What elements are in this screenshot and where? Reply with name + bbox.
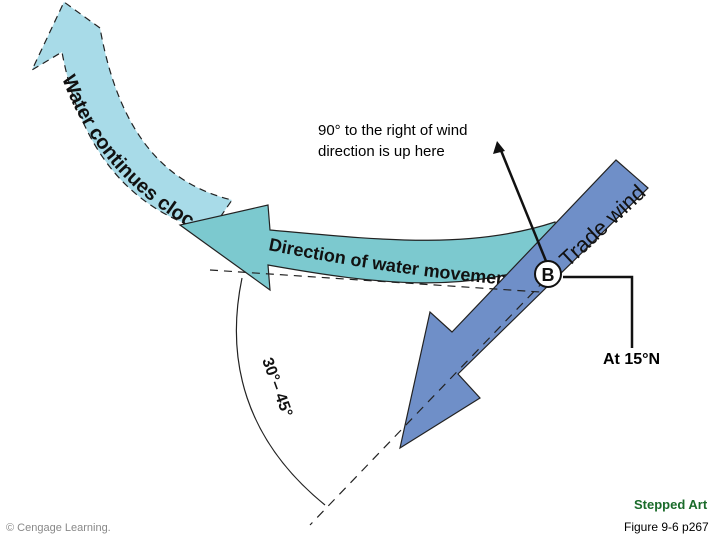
latitude-label: At 15°N xyxy=(603,351,661,368)
dashed-wind-extension xyxy=(309,279,546,526)
clockwise-arrow xyxy=(30,1,233,233)
angle-arc xyxy=(235,277,326,506)
right-of-wind-note: 90° to the right of wind direction is up… xyxy=(318,120,467,162)
pointer-arrowhead xyxy=(493,141,505,154)
right-of-wind-line-2: direction is up here xyxy=(318,143,445,160)
latitude-leader xyxy=(563,275,634,348)
trade-wind-arrow xyxy=(399,159,649,450)
pointer-line xyxy=(498,147,550,267)
angle-label: 30°– 45° xyxy=(258,356,295,420)
figure-reference: Figure 9-6 p267 xyxy=(624,520,709,534)
point-b-marker xyxy=(534,260,562,288)
copyright-notice: © Cengage Learning. xyxy=(6,522,111,534)
direction-arrow xyxy=(178,204,561,292)
stepped-art-label: Stepped Art xyxy=(634,497,708,512)
right-of-wind-line-1: 90° to the right of wind xyxy=(318,122,468,139)
point-b-label: B xyxy=(542,265,555,285)
